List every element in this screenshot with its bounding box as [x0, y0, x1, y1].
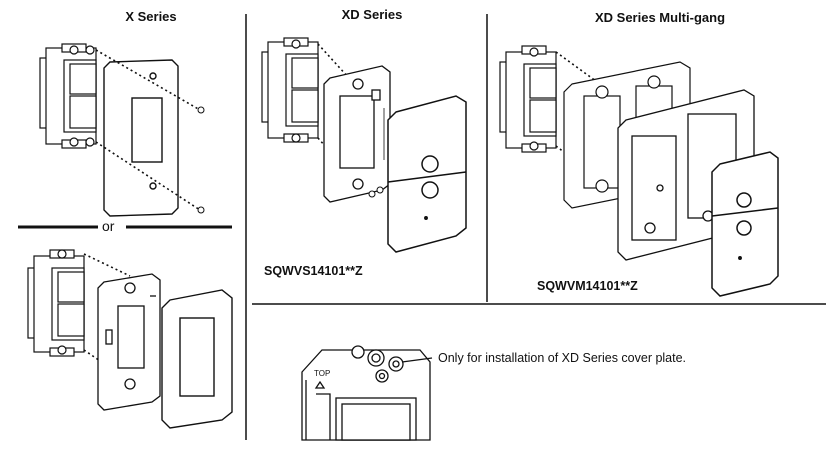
bracket-detail — [301, 345, 431, 441]
triangle-up-icon — [314, 380, 326, 389]
x-series-switch-top — [39, 43, 97, 149]
x-series-switch-bottom — [27, 249, 85, 357]
xd-series-cover-plate — [387, 95, 467, 253]
xd-series-model: SQWVS14101**Z — [264, 264, 363, 278]
xd-multigang-title: XD Series Multi-gang — [594, 10, 726, 25]
bracket-note: Only for installation of XD Series cover… — [438, 351, 687, 365]
xd-series-switch — [261, 37, 319, 143]
x-series-adapter-plate — [97, 273, 161, 411]
multigang-cover-plate — [711, 151, 779, 297]
screw-icon — [376, 186, 384, 194]
callout-leader — [401, 357, 433, 363]
xd-series-title: XD Series — [341, 7, 403, 22]
screw-icon — [197, 106, 205, 114]
or-separator: or — [99, 218, 118, 234]
multigang-switch — [499, 45, 557, 153]
top-label: TOP — [314, 369, 331, 378]
screw-icon — [368, 190, 376, 198]
xd-multigang-model: SQWVM14101**Z — [537, 279, 638, 293]
x-series-screw-guides-top — [95, 49, 201, 211]
x-series-cover-plate-bottom — [161, 289, 233, 429]
screw-icon — [197, 206, 205, 214]
x-series-title: X Series — [125, 9, 177, 24]
xd-series-mounting-bracket — [323, 65, 391, 203]
x-series-plate-top — [103, 59, 179, 217]
